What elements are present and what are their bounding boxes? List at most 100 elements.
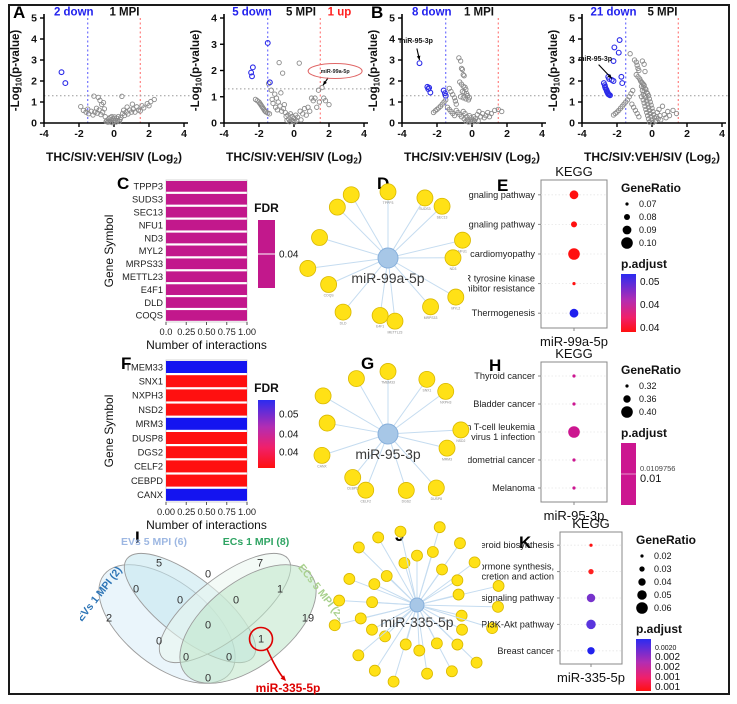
svg-text:5: 5 bbox=[31, 13, 37, 25]
svg-text:miR-99a-5p: miR-99a-5p bbox=[351, 270, 424, 286]
svg-text:miR-95-3p: miR-95-3p bbox=[544, 508, 605, 523]
svg-text:E4F1: E4F1 bbox=[376, 325, 384, 329]
svg-text:0.00: 0.00 bbox=[157, 507, 175, 517]
svg-text:0.001: 0.001 bbox=[655, 672, 680, 683]
svg-text:2: 2 bbox=[569, 76, 575, 88]
svg-text:COQS: COQS bbox=[324, 294, 335, 298]
gene-node bbox=[333, 594, 346, 607]
gene-node bbox=[372, 531, 385, 544]
svg-text:2: 2 bbox=[106, 613, 112, 625]
gene-node bbox=[427, 479, 445, 497]
svg-text:0: 0 bbox=[649, 128, 655, 140]
svg-text:0.06: 0.06 bbox=[654, 603, 672, 613]
svg-text:0.25: 0.25 bbox=[177, 507, 195, 517]
gene-node bbox=[311, 229, 328, 246]
svg-text:DUSP8: DUSP8 bbox=[431, 497, 442, 501]
svg-text:2: 2 bbox=[146, 128, 152, 140]
svg-text:1 MPI: 1 MPI bbox=[109, 7, 139, 19]
pathway-dot bbox=[586, 619, 596, 630]
gene-node bbox=[413, 644, 426, 657]
svg-text:0: 0 bbox=[469, 128, 475, 140]
gene-node bbox=[313, 446, 331, 464]
gene-node bbox=[470, 656, 483, 669]
svg-text:5: 5 bbox=[156, 558, 162, 570]
svg-text:0.04: 0.04 bbox=[279, 448, 299, 459]
svg-text:Thyroid cancer: Thyroid cancer bbox=[474, 371, 535, 381]
svg-text:miR-99a-5p: miR-99a-5p bbox=[540, 334, 608, 349]
svg-text:MRM3: MRM3 bbox=[136, 419, 163, 429]
pathway-dot bbox=[572, 374, 576, 378]
svg-text:Breast cancer: Breast cancer bbox=[497, 646, 554, 656]
svg-text:0.07: 0.07 bbox=[639, 199, 657, 209]
svg-text:0.09: 0.09 bbox=[639, 225, 657, 235]
gene-node bbox=[344, 469, 362, 486]
svg-text:CEBPD: CEBPD bbox=[131, 476, 163, 486]
bar_f-svg: TMEM33SNX1NXPH3NSD2MRM3DUSP8DGS2CELF2CEB… bbox=[102, 359, 299, 532]
pathway-dot bbox=[586, 593, 596, 603]
svg-text:0.001: 0.001 bbox=[655, 682, 680, 693]
svg-text:miR-95-3p: miR-95-3p bbox=[355, 446, 421, 462]
gene-node bbox=[379, 363, 397, 380]
svg-text:1: 1 bbox=[569, 97, 575, 109]
svg-text:4: 4 bbox=[539, 128, 545, 140]
svg-text:Number of interactions: Number of interactions bbox=[146, 338, 267, 352]
svg-text:Endometrial cancer: Endometrial cancer bbox=[468, 455, 535, 465]
mirna-center-node bbox=[377, 423, 399, 445]
svg-text:3: 3 bbox=[569, 55, 575, 67]
svg-text:MYL2: MYL2 bbox=[451, 306, 460, 310]
svg-text:inhibitor resistance: inhibitor resistance bbox=[468, 284, 535, 294]
gene-node bbox=[455, 609, 468, 622]
gene-node bbox=[371, 307, 389, 324]
mir335-target-network: miR-335-5p bbox=[320, 520, 515, 700]
svg-text:Number of interactions: Number of interactions bbox=[146, 518, 267, 532]
svg-text:NXPH3: NXPH3 bbox=[440, 401, 451, 405]
pathway-dot bbox=[569, 190, 579, 200]
svg-text:0.10: 0.10 bbox=[639, 238, 657, 248]
svg-text:-Log10(p-value): -Log10(p-value) bbox=[190, 30, 204, 112]
svg-text:Thermogenesis: Thermogenesis bbox=[472, 308, 536, 318]
gene-node bbox=[399, 638, 412, 651]
svg-text:GeneRatio: GeneRatio bbox=[621, 363, 681, 377]
svg-text:TPPP3: TPPP3 bbox=[383, 201, 394, 205]
svg-text:DGS2: DGS2 bbox=[138, 448, 163, 458]
svg-text:1: 1 bbox=[31, 97, 37, 109]
svg-text:NFU1: NFU1 bbox=[139, 220, 163, 230]
gene-node bbox=[386, 312, 404, 330]
svg-text:1: 1 bbox=[277, 584, 283, 596]
svg-text:0.04: 0.04 bbox=[279, 430, 299, 441]
mir99a-kegg-dotplot: KEGGApelin signaling pathwayHIF-1 signal… bbox=[434, 164, 730, 367]
svg-text:0: 0 bbox=[205, 569, 211, 581]
svg-text:1: 1 bbox=[211, 91, 217, 103]
svg-text:-4: -4 bbox=[219, 128, 228, 140]
svg-text:0.02: 0.02 bbox=[654, 551, 672, 561]
svg-text:FDR: FDR bbox=[254, 201, 279, 215]
svg-text:miR-95-3p: miR-95-3p bbox=[399, 38, 433, 45]
svg-text:DLD: DLD bbox=[144, 298, 163, 308]
svg-text:TPPP3: TPPP3 bbox=[134, 182, 163, 192]
svg-text:miR-95-3p: miR-95-3p bbox=[578, 56, 612, 63]
svg-text:CANX: CANX bbox=[317, 465, 327, 469]
svg-text:5: 5 bbox=[569, 13, 575, 25]
pathway-dot bbox=[572, 486, 576, 490]
svg-text:0: 0 bbox=[389, 118, 395, 130]
panel-letter-k: K bbox=[519, 533, 532, 552]
svg-text:TMEM33: TMEM33 bbox=[125, 362, 163, 372]
svg-text:Gene Symbol: Gene Symbol bbox=[102, 395, 116, 468]
svg-text:0.50: 0.50 bbox=[197, 327, 215, 337]
svg-text:FDR: FDR bbox=[254, 381, 279, 395]
svg-text:CELF2: CELF2 bbox=[134, 462, 163, 472]
svg-text:-2: -2 bbox=[612, 128, 621, 140]
mir335-kegg-dotplot: KEGGSteroid biosynthesisParathyroid horm… bbox=[425, 516, 732, 701]
svg-text:0: 0 bbox=[233, 595, 239, 607]
svg-text:2: 2 bbox=[211, 65, 217, 77]
svg-text:4: 4 bbox=[361, 128, 367, 140]
gene-node bbox=[380, 570, 393, 582]
dotplot_e-svg: KEGGApelin signaling pathwayHIF-1 signal… bbox=[434, 164, 681, 349]
